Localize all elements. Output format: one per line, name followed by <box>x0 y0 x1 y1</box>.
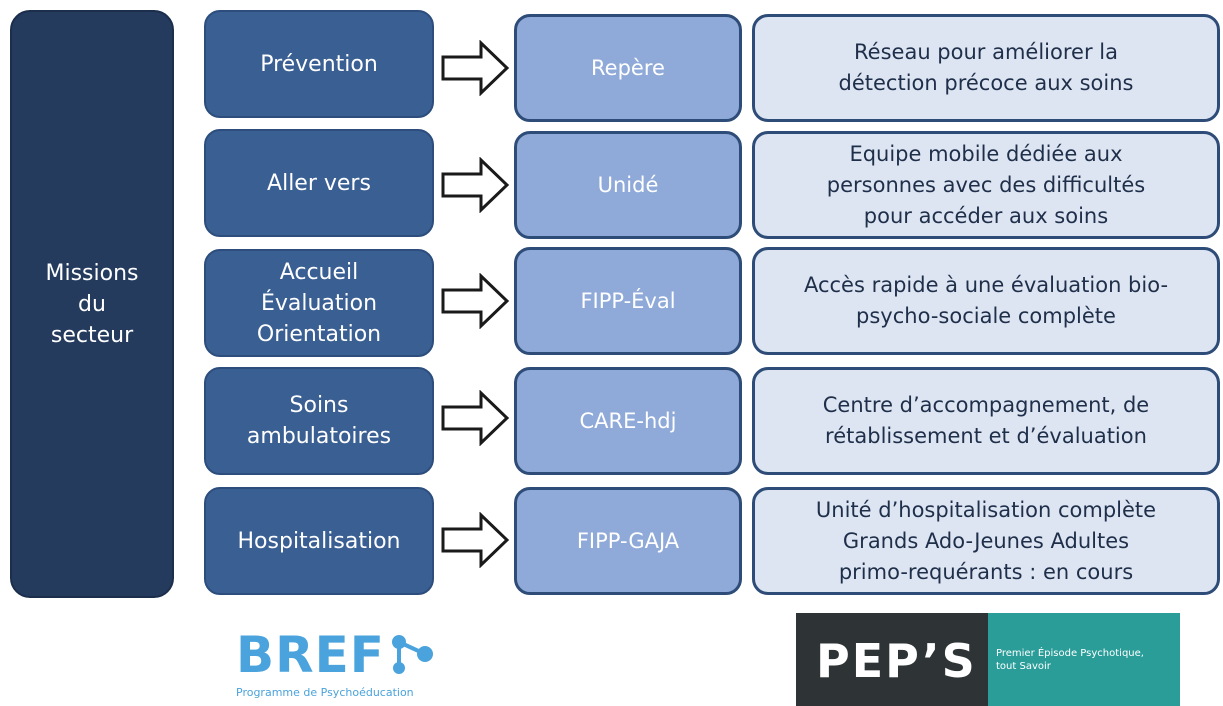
description-text: Accès rapide à une évaluation bio- psych… <box>803 273 1169 328</box>
description-text: Centre d’accompagnement, de rétablisseme… <box>822 393 1150 448</box>
missions-label: Missions du secteur <box>45 260 139 348</box>
mission-label: Hospitalisation <box>237 528 401 554</box>
mission-label: Prévention <box>260 51 378 77</box>
description-care-hdj: Centre d’accompagnement, de rétablisseme… <box>752 367 1220 475</box>
description-text: Equipe mobile dédiée aux personnes avec … <box>826 141 1146 228</box>
description-repere: Réseau pour améliorer la détection préco… <box>752 14 1220 122</box>
service-label: FIPP-GAJA <box>576 529 680 553</box>
description-fipp-gaja: Unité d’hospitalisation complète Grands … <box>752 487 1220 595</box>
mission-prevention: Prévention <box>204 10 434 118</box>
service-fipp-eval: FIPP-Éval <box>514 247 742 355</box>
peps-tagline: Premier Épisode Psychotique, tout Savoir <box>996 648 1144 672</box>
service-label: FIPP-Éval <box>580 289 676 313</box>
peps-teal-panel <box>988 613 1180 706</box>
mission-soins-ambulatoires: Soins ambulatoires <box>204 367 434 475</box>
service-label: Unidé <box>597 173 659 197</box>
service-repere: Repère <box>514 14 742 122</box>
right-arrow-icon <box>441 390 510 446</box>
description-text: Unité d’hospitalisation complète Grands … <box>815 497 1157 584</box>
missions-du-secteur-box: Missions du secteur <box>10 10 174 598</box>
bref-molecule-icon <box>392 635 433 674</box>
right-arrow-icon <box>441 512 510 568</box>
service-care-hdj: CARE-hdj <box>514 367 742 475</box>
service-label: Repère <box>591 56 665 80</box>
right-arrow-icon <box>441 157 510 213</box>
peps-wordmark: PEP’S <box>816 634 977 688</box>
mission-label: Accueil Évaluation Orientation <box>256 259 382 347</box>
service-unide: Unidé <box>514 131 742 239</box>
description-unide: Equipe mobile dédiée aux personnes avec … <box>752 131 1220 239</box>
right-arrow-icon <box>441 273 510 329</box>
mission-label: Soins ambulatoires <box>246 393 392 449</box>
description-text: Réseau pour améliorer la détection préco… <box>838 40 1134 95</box>
mission-label: Aller vers <box>267 170 371 196</box>
service-label: CARE-hdj <box>579 409 677 433</box>
right-arrow-icon <box>441 40 510 96</box>
mission-accueil-evaluation-orientation: Accueil Évaluation Orientation <box>204 249 434 357</box>
bref-subtitle: Programme de Psychoéducation <box>236 686 414 699</box>
description-fipp-eval: Accès rapide à une évaluation bio- psych… <box>752 247 1220 355</box>
peps-logo: PEP’S Premier Épisode Psychotique, tout … <box>796 613 1180 706</box>
mission-hospitalisation: Hospitalisation <box>204 487 434 595</box>
bref-wordmark: BREF <box>236 626 385 684</box>
mission-aller-vers: Aller vers <box>204 129 434 237</box>
service-fipp-gaja: FIPP-GAJA <box>514 487 742 595</box>
